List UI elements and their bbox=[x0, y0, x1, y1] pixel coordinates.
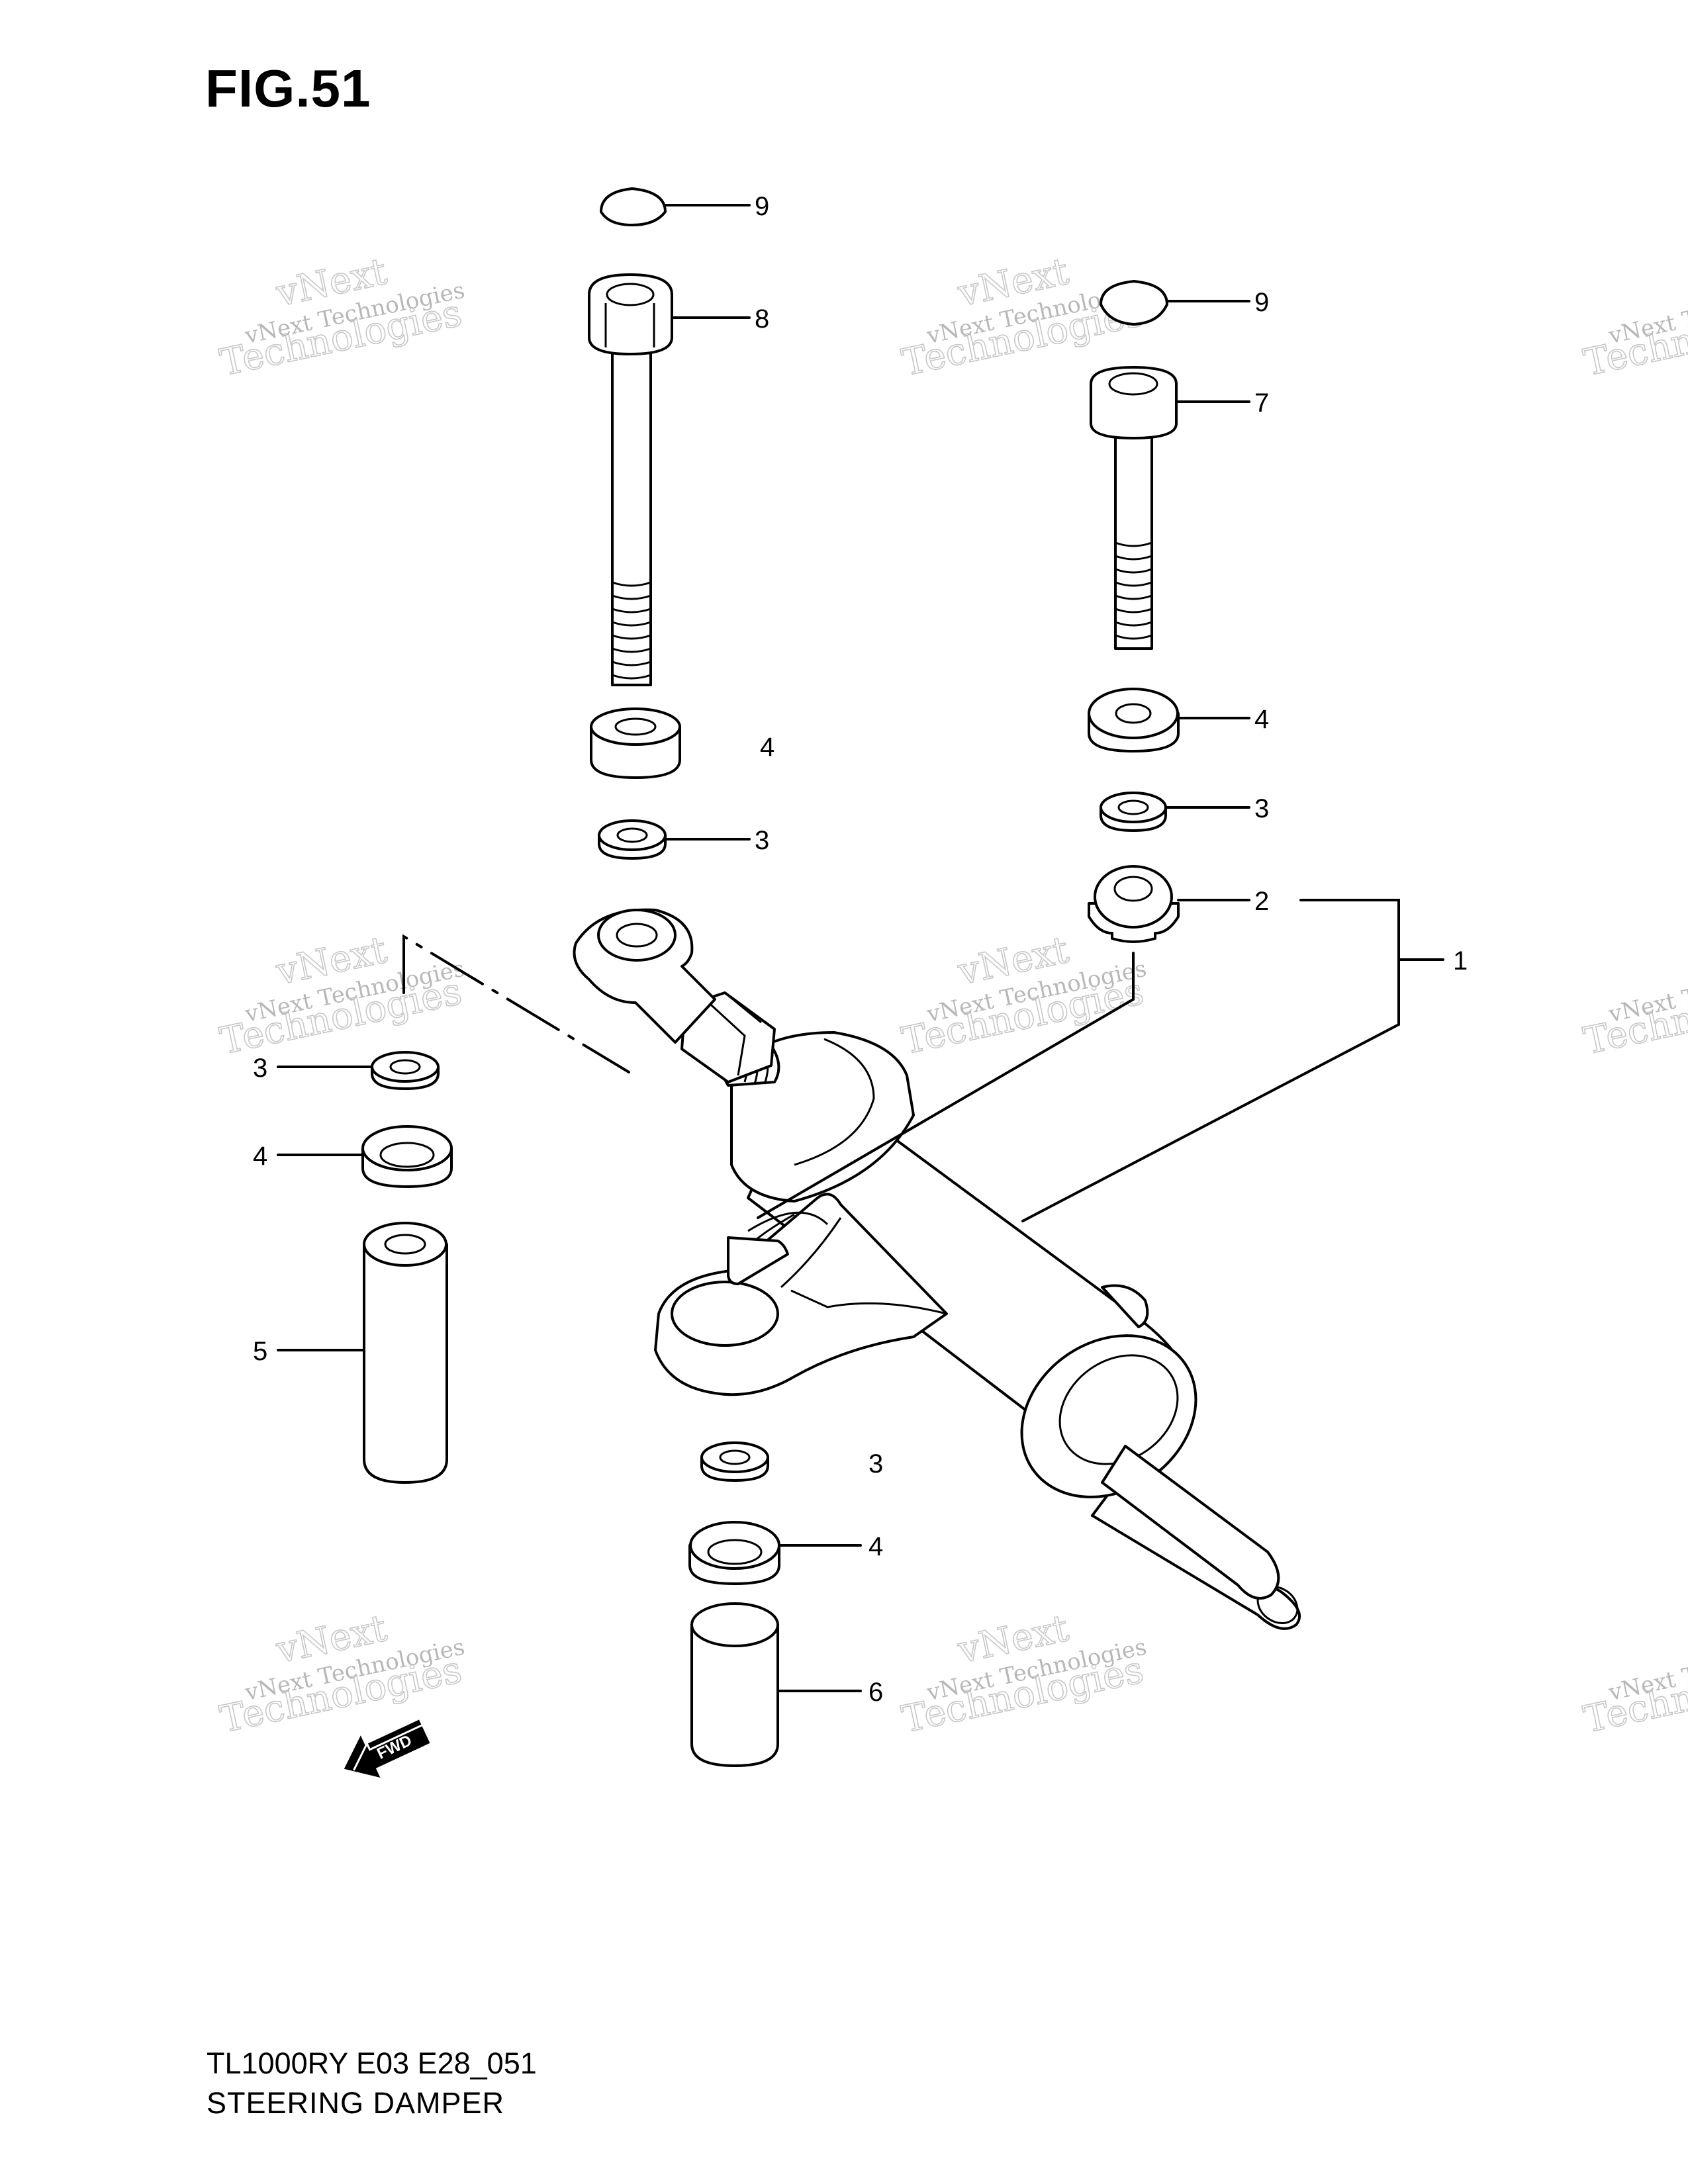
callout-6: 6 bbox=[868, 1678, 883, 1707]
figure-title: FIG.51 bbox=[205, 59, 371, 118]
washer-3-lower[interactable] bbox=[700, 1441, 769, 1482]
cap-9-left[interactable] bbox=[600, 187, 667, 226]
watermark: Technologies vNext Technologies bbox=[1579, 956, 1688, 1064]
watermark-group: Technologies vNext vNext Technologies Te… bbox=[216, 250, 1688, 1743]
watermark: Technologies vNext vNext Technologies bbox=[216, 250, 467, 385]
washer-4-upper-left[interactable] bbox=[590, 707, 681, 779]
watermark: Technologies vNext vNext Technologies bbox=[216, 1606, 467, 1742]
alignment-line bbox=[402, 934, 630, 1073]
callout-4-upper-right: 4 bbox=[1254, 705, 1269, 734]
callout-4-upper-left: 4 bbox=[760, 733, 774, 762]
callout-3-upper-left: 3 bbox=[755, 826, 769, 855]
washer-3-upper-right[interactable] bbox=[1100, 792, 1167, 832]
cap-9-right[interactable] bbox=[1100, 280, 1168, 326]
callout-3-left: 3 bbox=[253, 1054, 267, 1083]
fwd-arrow-icon: FWD bbox=[344, 1719, 430, 1778]
callout-9-right: 9 bbox=[1254, 288, 1269, 317]
watermark: Technologies vNext Technologies bbox=[1579, 1634, 1688, 1743]
model-code: TL1000RY E03 E28_051 bbox=[207, 2046, 537, 2080]
figure-name: STEERING DAMPER bbox=[207, 2086, 505, 2120]
callout-2: 2 bbox=[1254, 887, 1269, 916]
callout-4-left: 4 bbox=[253, 1142, 267, 1171]
callout-4-lower: 4 bbox=[868, 1532, 883, 1561]
collar-6[interactable] bbox=[690, 1602, 779, 1767]
washer-4-upper-right[interactable] bbox=[1088, 688, 1180, 752]
callout-8: 8 bbox=[755, 304, 769, 334]
callout-3-upper-right: 3 bbox=[1254, 794, 1269, 823]
watermark: Technologies vNext Technologies bbox=[1579, 277, 1688, 386]
washer-3-left[interactable] bbox=[371, 1051, 440, 1090]
watermark: Technologies vNext vNext Technologies bbox=[898, 1606, 1149, 1742]
bolt-7-short[interactable] bbox=[1090, 366, 1178, 650]
callout-5: 5 bbox=[253, 1337, 267, 1366]
leader-lines bbox=[277, 204, 1444, 1692]
callout-7: 7 bbox=[1254, 388, 1269, 418]
washer-4-lower[interactable] bbox=[688, 1521, 780, 1585]
washer-4-left[interactable] bbox=[361, 1125, 453, 1188]
bolt-8-long[interactable] bbox=[588, 273, 673, 686]
callout-9-left: 9 bbox=[755, 192, 769, 221]
washer-3-upper-left[interactable] bbox=[598, 819, 667, 860]
callout-3-lower: 3 bbox=[868, 1449, 883, 1479]
spacer-5[interactable] bbox=[363, 1222, 448, 1484]
callout-1: 1 bbox=[1453, 946, 1468, 976]
bushing-2[interactable] bbox=[1088, 865, 1180, 943]
watermark: Technologies vNext vNext Technologies bbox=[216, 928, 467, 1064]
steering-damper-1[interactable] bbox=[573, 908, 1305, 1631]
callout-numbers: 9 8 9 7 4 4 3 3 2 1 3 4 5 3 4 6 bbox=[253, 192, 1468, 1707]
